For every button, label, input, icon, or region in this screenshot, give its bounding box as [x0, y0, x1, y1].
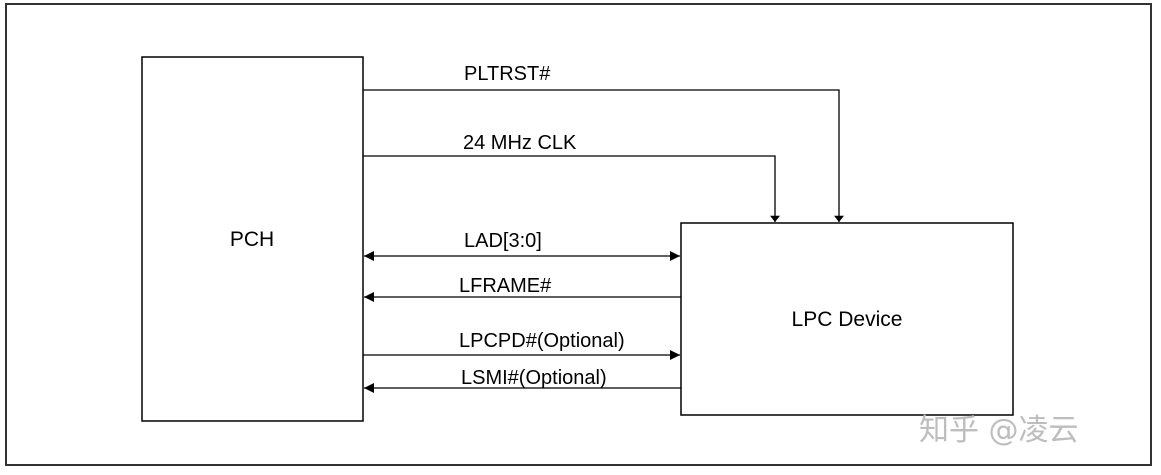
diagram-frame: [5, 3, 1152, 466]
pch-label: PCH: [230, 228, 274, 251]
clk-line: [363, 155, 780, 222]
lframe-label: LFRAME#: [459, 275, 552, 297]
lpcpd-label: LPCPD#(Optional): [459, 330, 625, 352]
lpc-device-label: LPC Device: [792, 308, 903, 331]
clk-label: 24 MHz CLK: [463, 132, 577, 154]
lad-label: LAD[3:0]: [464, 230, 542, 252]
pltrst-label: PLTRST#: [464, 63, 551, 85]
pltrst-line: [363, 89, 844, 222]
watermark-text: 知乎 @凌云: [919, 413, 1079, 448]
pch-block: [141, 56, 364, 422]
lpc-device-block: [680, 222, 1014, 416]
lsmi-label: LSMI#(Optional): [461, 367, 607, 389]
